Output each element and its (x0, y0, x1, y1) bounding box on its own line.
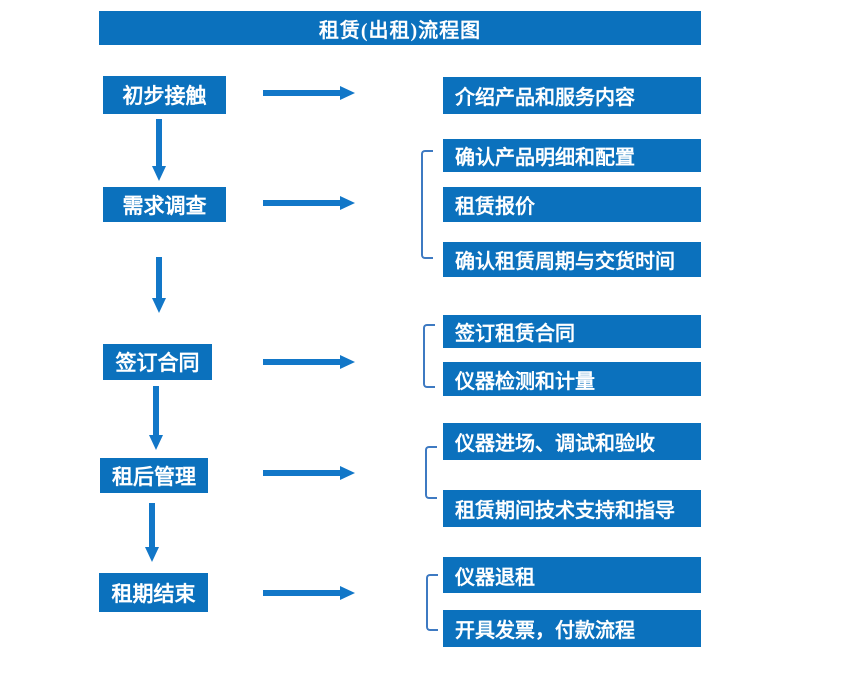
output-box-instrument-return: 仪器退租 (443, 557, 701, 593)
output-box-confirm-rental-period: 确认租赁周期与交货时间 (443, 242, 701, 277)
output-box-technical-support: 租赁期间技术支持和指导 (443, 490, 701, 527)
group-bracket-icon (426, 574, 438, 631)
output-box-introduce-products: 介绍产品和服务内容 (443, 77, 701, 114)
arrow-right-icon (263, 86, 355, 100)
step-box-rental-end: 租期结束 (99, 573, 208, 612)
group-bracket-icon (425, 446, 437, 499)
output-box-sign-rental-contract: 签订租赁合同 (443, 315, 701, 348)
output-box-rental-quotation: 租赁报价 (443, 187, 701, 222)
arrow-down-icon (149, 386, 163, 450)
arrow-down-icon (152, 119, 166, 181)
group-bracket-icon (421, 150, 433, 259)
arrow-right-icon (263, 355, 355, 369)
arrow-right-icon (263, 196, 355, 210)
output-box-confirm-product-details: 确认产品明细和配置 (443, 139, 701, 172)
arrow-down-icon (145, 503, 159, 562)
page-title: 租赁(出租)流程图 (99, 11, 701, 45)
group-bracket-icon (423, 324, 435, 388)
step-box-post-rental-management: 租后管理 (100, 458, 208, 493)
output-box-instrument-delivery-acceptance: 仪器进场、调试和验收 (443, 423, 701, 460)
step-box-initial-contact: 初步接触 (103, 76, 226, 114)
arrow-down-icon (152, 257, 166, 313)
arrow-right-icon (263, 586, 355, 600)
step-box-demand-survey: 需求调查 (103, 187, 226, 222)
step-box-sign-contract: 签订合同 (103, 344, 212, 380)
output-box-instrument-testing: 仪器检测和计量 (443, 362, 701, 396)
arrow-right-icon (263, 466, 355, 480)
output-box-invoice-payment: 开具发票，付款流程 (443, 610, 701, 647)
